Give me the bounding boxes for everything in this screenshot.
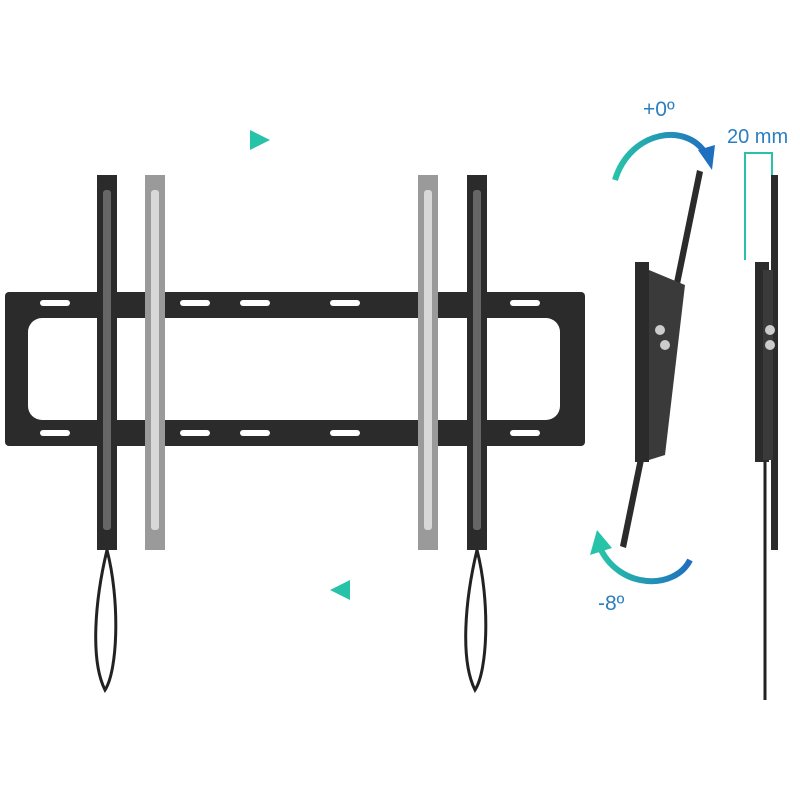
side-view-tilted <box>620 170 703 548</box>
tilt-up-label: +0º <box>643 98 675 121</box>
release-cord-right[interactable] <box>464 549 488 694</box>
depth-indicator-icon <box>744 152 773 260</box>
bracket-gray-left <box>145 175 165 550</box>
slide-right-arrow-icon <box>18 130 270 150</box>
depth-label: 20 mm <box>727 126 789 148</box>
bracket-black-right <box>467 175 487 550</box>
wall-plate <box>5 292 585 446</box>
side-view-flat <box>755 175 778 700</box>
tilt-down-label: -8º <box>598 592 625 615</box>
bracket-black-left <box>97 175 117 550</box>
tilt-down-arrow-icon <box>590 530 693 585</box>
bracket-gray-right <box>418 175 438 550</box>
slide-left-arrow-icon <box>330 580 582 600</box>
tilt-up-arrow-icon <box>612 132 715 181</box>
release-cord-left[interactable] <box>94 549 118 694</box>
